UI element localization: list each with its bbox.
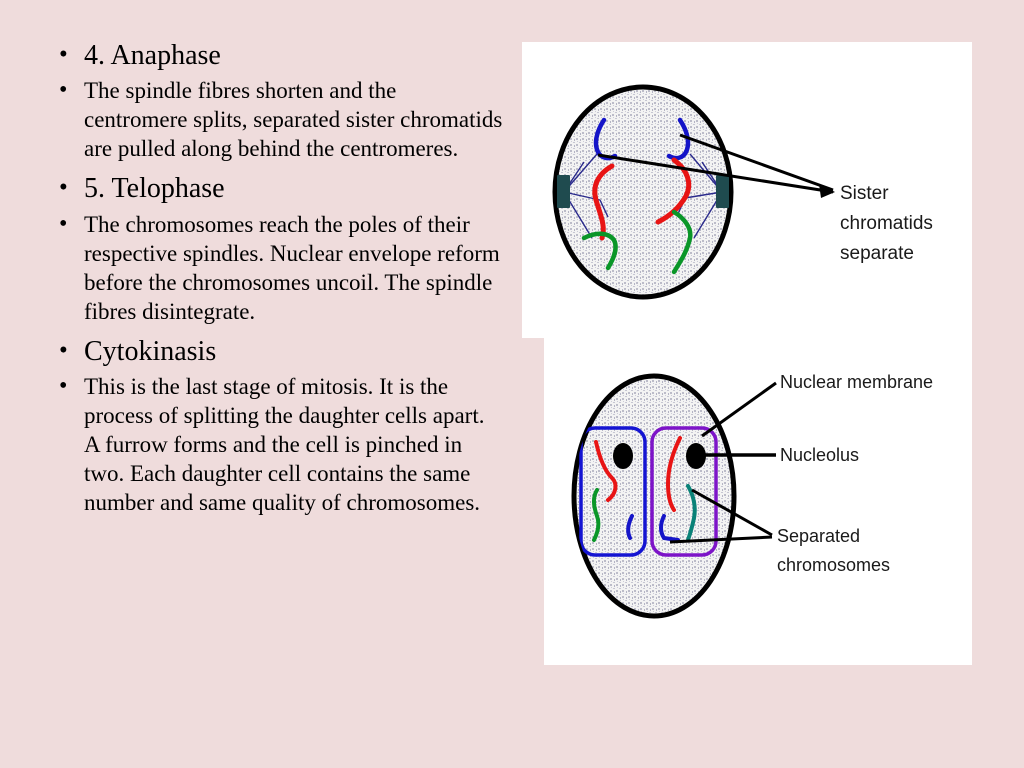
anaphase-diagram: Sister chromatids separate [552,84,933,300]
list-item: • 4. Anaphase [52,40,504,72]
callout-arrow-sister-chromatids [597,133,834,194]
nuclear-membrane-left [579,426,647,557]
bullet-label-telophase-body: The chromosomes reach the poles of their… [84,211,500,324]
nuclear-membrane-right [650,426,718,557]
list-item: • The chromosomes reach the poles of the… [52,211,504,327]
bullet-icon: • [59,210,68,237]
list-item: • The spindle fibres shorten and the cen… [52,77,504,164]
chromatid-green-right [671,209,693,275]
bullet-label-anaphase-body: The spindle fibres shorten and the centr… [84,78,503,162]
label-separated-chromosomes-line1: Separated [777,526,860,546]
chromosome-blue-right [659,514,680,542]
bullet-label-cytokinesis-heading: Cytokinasis [84,335,217,367]
bullet-label-anaphase-heading: 4. Anaphase [84,40,221,71]
callout-arrow-separated-chromosomes [669,488,773,544]
list-item: • This is the last stage of mitosis. It … [52,373,504,518]
chromosome-red-right [665,436,682,512]
list-item: • Cytokinasis [52,336,504,368]
label-nucleolus: Nucleolus [780,445,859,465]
chromatid-red-left [592,163,615,241]
bullet-label-cytokinesis-body: This is the last stage of mitosis. It is… [84,374,485,516]
bullet-icon: • [59,174,68,202]
telophase-diagram-panel: Nuclear membrane Nucleolus Separated chr… [544,338,972,665]
cell-membrane [552,84,734,300]
bullet-icon: • [59,77,68,104]
list-item: • 5. Telophase [52,173,504,205]
bullet-icon: • [59,373,68,400]
telophase-diagram: Nuclear membrane Nucleolus Separated chr… [571,372,933,619]
chromosome-teal-right [686,484,697,542]
chromosome-blue-left [626,514,634,540]
bullet-icon: • [59,336,68,364]
callout-arrow-nuclear-membrane [701,381,777,438]
centriole-right [716,175,729,208]
nucleolus-right [686,443,706,469]
label-sister-chromatids-line1: Sister [840,183,889,204]
label-separated-chromosomes-line2: chromosomes [777,555,890,575]
chromosome-green-left [592,488,601,542]
nucleolus-left [613,443,633,469]
label-sister-chromatids-line2: chromatids [840,213,933,234]
chromosome-red-left [594,440,618,502]
chromatid-green-left [581,231,618,271]
centriole-left [557,175,570,208]
cell-membrane [571,373,737,619]
label-sister-chromatids-line3: separate [840,243,914,264]
bullet-list: • 4. Anaphase • The spindle fibres short… [52,40,504,527]
bullet-label-telophase-heading: 5. Telophase [84,173,225,205]
label-nuclear-membrane: Nuclear membrane [780,372,933,392]
anaphase-diagram-panel: Sister chromatids separate [522,42,972,338]
arrow-head-icon [819,184,835,198]
bullet-icon: • [59,41,68,68]
